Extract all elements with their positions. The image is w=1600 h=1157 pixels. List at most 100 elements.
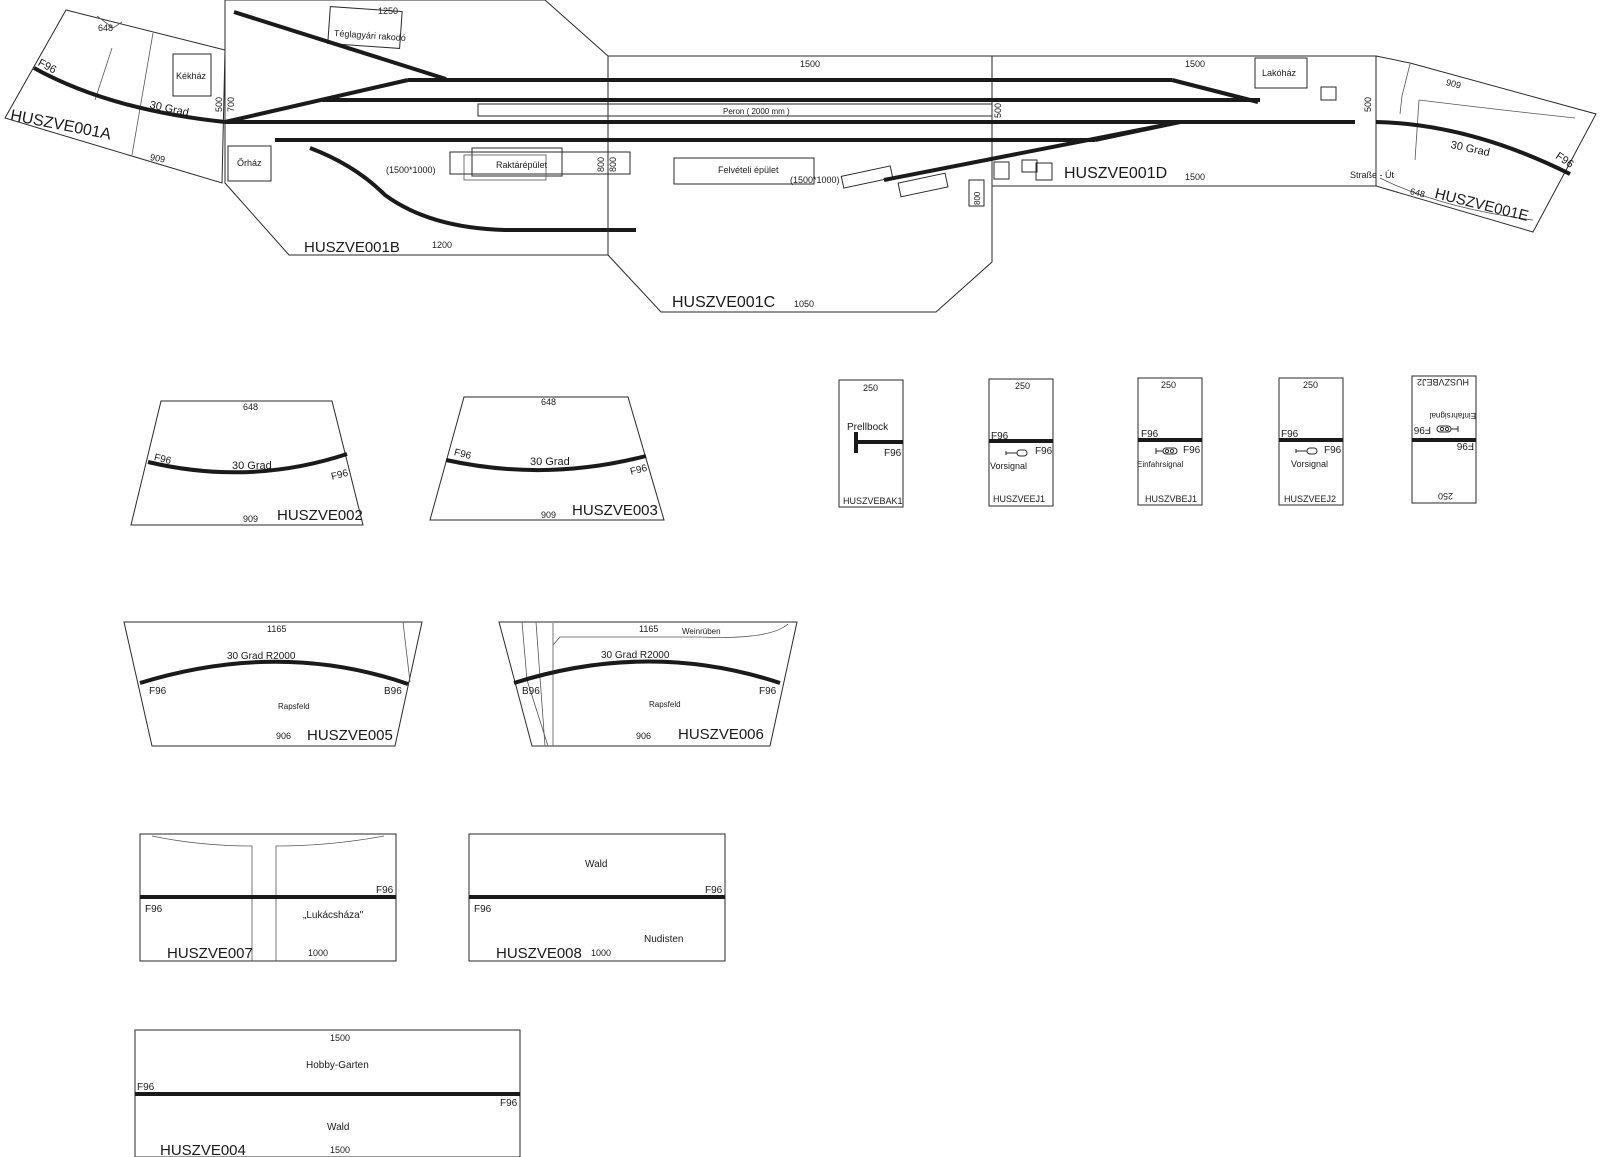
bej1-dim: 250 — [1161, 380, 1176, 390]
module-id-c: HUSZVE001C — [672, 294, 775, 311]
lakohaz-building — [1254, 57, 1308, 89]
m002-top-dim: 648 — [243, 402, 258, 412]
m004-garden: Hobby-Garten — [306, 1060, 369, 1071]
module-huszve004: 1500 Hobby-Garten F96 F96 Wald HUSZVE004… — [134, 1029, 521, 1157]
m007-id: HUSZVE007 — [167, 945, 253, 962]
m005-id: HUSZVE005 — [307, 727, 393, 744]
m005-field: Rapsfeld — [278, 702, 310, 711]
dim-800-b1: 800 — [596, 157, 606, 172]
m006-top-dim: 1165 — [639, 624, 658, 634]
module-id-a: HUSZVE001A — [9, 107, 113, 143]
m003-angle: 30 Grad — [530, 456, 570, 468]
peron-label: Peron ( 2000 mm ) — [723, 107, 790, 116]
bak1-label: Prellbock — [847, 422, 889, 433]
m002-right-track: F96 — [330, 468, 350, 483]
m003-right-track: F96 — [629, 463, 649, 478]
bej2-id: HUSZVBEJ2 — [1417, 377, 1469, 387]
m003-bottom-dim: 909 — [541, 510, 556, 520]
m003-id: HUSZVE003 — [572, 502, 658, 519]
felveteli-epulet — [673, 157, 815, 185]
bej2-label: Einfahrsignal — [1430, 411, 1476, 420]
signal-huszvebak1: 250 Prellbock F96 HUSZVEBAK1 — [838, 379, 904, 508]
ej2-dim: 250 — [1303, 380, 1318, 390]
m008-right-track: F96 — [705, 885, 723, 896]
ej1-id: HUSZVEEJ1 — [993, 494, 1045, 504]
ej1-left-track: F96 — [991, 431, 1009, 442]
ej2-left-track: F96 — [1281, 429, 1299, 440]
felveteli-label: Felvételi épület — [718, 165, 779, 175]
dim-500-a: 500 — [214, 97, 224, 112]
dim-1500-d-bottom: 1500 — [1185, 172, 1205, 182]
m006-left-track: B96 — [522, 686, 540, 697]
m007-right-track: F96 — [376, 885, 394, 896]
bak1-dim: 250 — [863, 383, 878, 393]
ej2-id: HUSZVEEJ2 — [1284, 494, 1336, 504]
m004-right-track: F96 — [500, 1098, 518, 1109]
entry-signal-icon — [1436, 425, 1459, 433]
m003-left-track: F96 — [453, 447, 473, 462]
m004-top-dim: 1500 — [330, 1033, 350, 1043]
angle-label-e: 30 Grad — [1450, 139, 1491, 159]
module-huszve001a: 648 F96 Kékház 30 Grad 500 700 HUSZVE001… — [4, 9, 272, 184]
road-label: Straße - Út — [1350, 170, 1395, 180]
signal-huszvbej2: 250 F96 F96 Einfahrsignal HUSZVBEJ2 — [1411, 375, 1477, 504]
m005-angle: 30 Grad R2000 — [227, 651, 296, 662]
m006-bottom-dim: 906 — [636, 731, 651, 741]
module-huszve007: F96 F96 „Lukácsháza" HUSZVE007 1000 — [139, 833, 397, 962]
dim-500-d: 500 — [1363, 97, 1373, 112]
m005-top-dim: 1165 — [267, 624, 286, 634]
bej1-left-track: F96 — [1141, 429, 1159, 440]
entry-signal-icon — [1155, 447, 1178, 455]
m008-forest: Wald — [585, 859, 607, 870]
m007-dim: 1000 — [308, 948, 328, 958]
signal-huszveej1: 250 F96 F96 Vorsignal HUSZVEEJ1 — [988, 378, 1054, 507]
bej2-dim: 250 — [1438, 491, 1453, 501]
bej1-id: HUSZVBEJ1 — [1145, 494, 1197, 504]
m008-left-track: F96 — [474, 904, 492, 915]
station-tracks — [224, 78, 1355, 182]
bej1-label: Einfahrsignal — [1137, 460, 1183, 469]
dim-648-a: 648 — [98, 23, 113, 33]
module-huszve006: 1165 Weinrüben 30 Grad R2000 B96 F96 Rap… — [498, 621, 798, 747]
m008-dim: 1000 — [591, 948, 611, 958]
ej1-label: Vorsignal — [990, 461, 1027, 471]
m006-field: Rapsfeld — [649, 700, 681, 709]
dim-1500-d: 1500 — [1185, 59, 1205, 69]
station-size-label: (1500*1000) — [790, 175, 840, 185]
kekhaz-label: Kékház — [176, 71, 207, 81]
module-id-e: HUSZVE001E — [1433, 185, 1530, 225]
dim-1250-b: 1250 — [378, 6, 398, 16]
kekhaz-building — [172, 53, 212, 97]
shed-2 — [897, 172, 949, 198]
m008-nude: Nudisten — [644, 934, 683, 945]
module-id-d: HUSZVE001D — [1064, 165, 1167, 182]
teglagyar-label: Téglagyári rakodó — [334, 28, 407, 43]
m008-id: HUSZVE008 — [496, 945, 582, 962]
signal-huszvbej1: 250 F96 F96 Einfahrsignal HUSZVBEJ1 — [1137, 377, 1203, 506]
dim-909-a: 909 — [149, 152, 166, 164]
dim-800-c: 800 — [973, 191, 982, 205]
hut-3 — [1035, 162, 1053, 181]
dim-1500-c: 1500 — [800, 59, 820, 69]
m002-angle: 30 Grad — [232, 460, 272, 472]
brickyard-loading — [327, 5, 403, 49]
distant-signal-icon — [1005, 449, 1028, 457]
m004-left-track: F96 — [137, 1082, 155, 1093]
angle-label-a: 30 Grad — [149, 99, 190, 119]
bej2-left-track: F96 — [1456, 440, 1474, 451]
bej1-right-track: F96 — [1183, 445, 1201, 456]
ej2-right-track: F96 — [1324, 445, 1342, 456]
module-huszve002: 648 F96 30 Grad F96 909 HUSZVE002 — [130, 400, 364, 526]
dim-800-b2: 800 — [608, 157, 618, 172]
bej2-right-track: F96 — [1413, 424, 1431, 435]
distant-signal-icon — [1295, 447, 1318, 455]
module-huszve008: Wald F96 F96 Nudisten HUSZVE008 1000 — [468, 833, 726, 962]
hut-2 — [1021, 159, 1038, 173]
dim-909-e: 909 — [1445, 77, 1462, 90]
dim-1050-c: 1050 — [794, 299, 814, 309]
dim-700-a: 700 — [226, 97, 236, 112]
m002-left-track: F96 — [153, 452, 173, 467]
warehouse-size-label: (1500*1000) — [386, 165, 436, 175]
m006-angle: 30 Grad R2000 — [601, 650, 670, 661]
